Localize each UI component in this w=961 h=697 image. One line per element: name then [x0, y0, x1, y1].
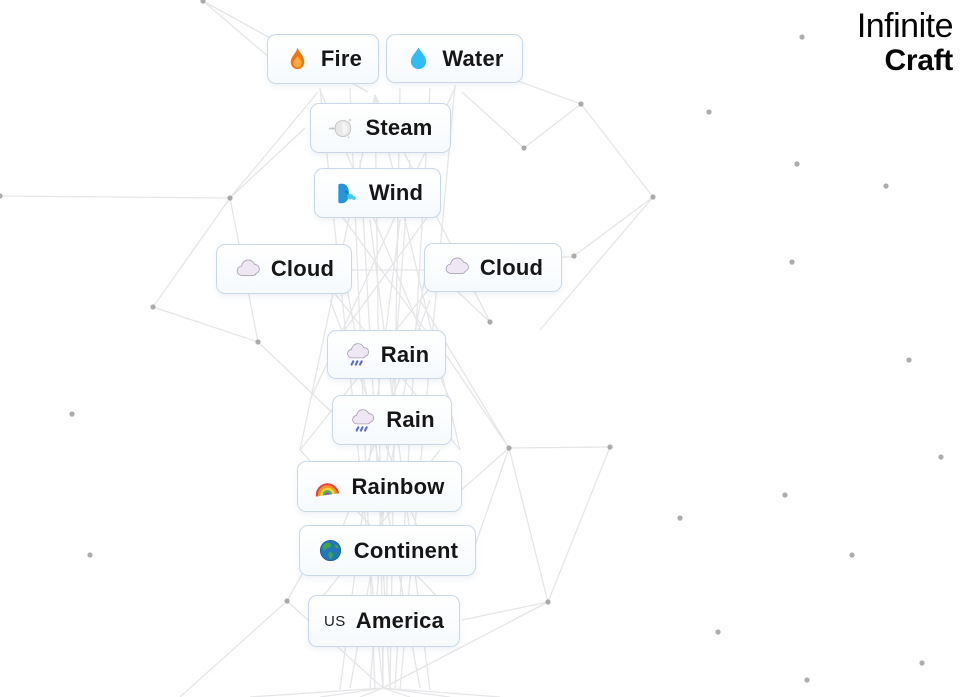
logo-line-craft: Craft — [884, 44, 953, 77]
card-label: Rain — [386, 407, 435, 432]
card-rainbow[interactable]: Rainbow — [297, 461, 462, 512]
card-label: Rain — [380, 341, 430, 367]
card-label: Cloud — [479, 254, 544, 280]
logo-line-infinite: Infinite — [856, 7, 954, 45]
card-wind[interactable]: Wind — [314, 168, 441, 218]
card-label: Wind — [368, 180, 424, 205]
infinite-craft-logo: Infinite Craft — [856, 7, 954, 77]
water-drop-icon — [411, 47, 427, 70]
card-continent[interactable]: Continent — [299, 525, 476, 576]
card-rain[interactable]: Rain — [327, 330, 446, 379]
card-label: Fire — [320, 46, 363, 71]
card-label: America — [355, 608, 445, 633]
card-label: Cloud — [270, 256, 335, 281]
card-label: Steam — [365, 115, 433, 140]
steam-puff-icon — [329, 118, 352, 138]
card-america[interactable]: US America — [308, 595, 460, 647]
globe-americas-icon — [319, 539, 341, 562]
card-label: Continent — [353, 537, 459, 563]
card-label: Rainbow — [351, 473, 445, 499]
us-letters-icon: US — [323, 612, 346, 630]
card-steam[interactable]: Steam — [310, 103, 451, 153]
card-cloud[interactable]: Cloud — [424, 243, 562, 292]
wind-face-icon — [338, 183, 356, 203]
cloud-icon — [445, 257, 469, 274]
rainbow-icon — [316, 483, 340, 497]
card-label: Water — [442, 45, 504, 71]
card-cloud[interactable]: Cloud — [216, 244, 352, 294]
rain-cloud-icon — [352, 408, 375, 432]
card-rain[interactable]: Rain — [332, 395, 452, 445]
card-water[interactable]: Water — [386, 34, 523, 83]
flame-icon — [290, 47, 305, 69]
rain-cloud-icon — [346, 343, 369, 366]
cloud-icon — [236, 259, 260, 276]
card-fire[interactable]: Fire — [267, 34, 379, 84]
